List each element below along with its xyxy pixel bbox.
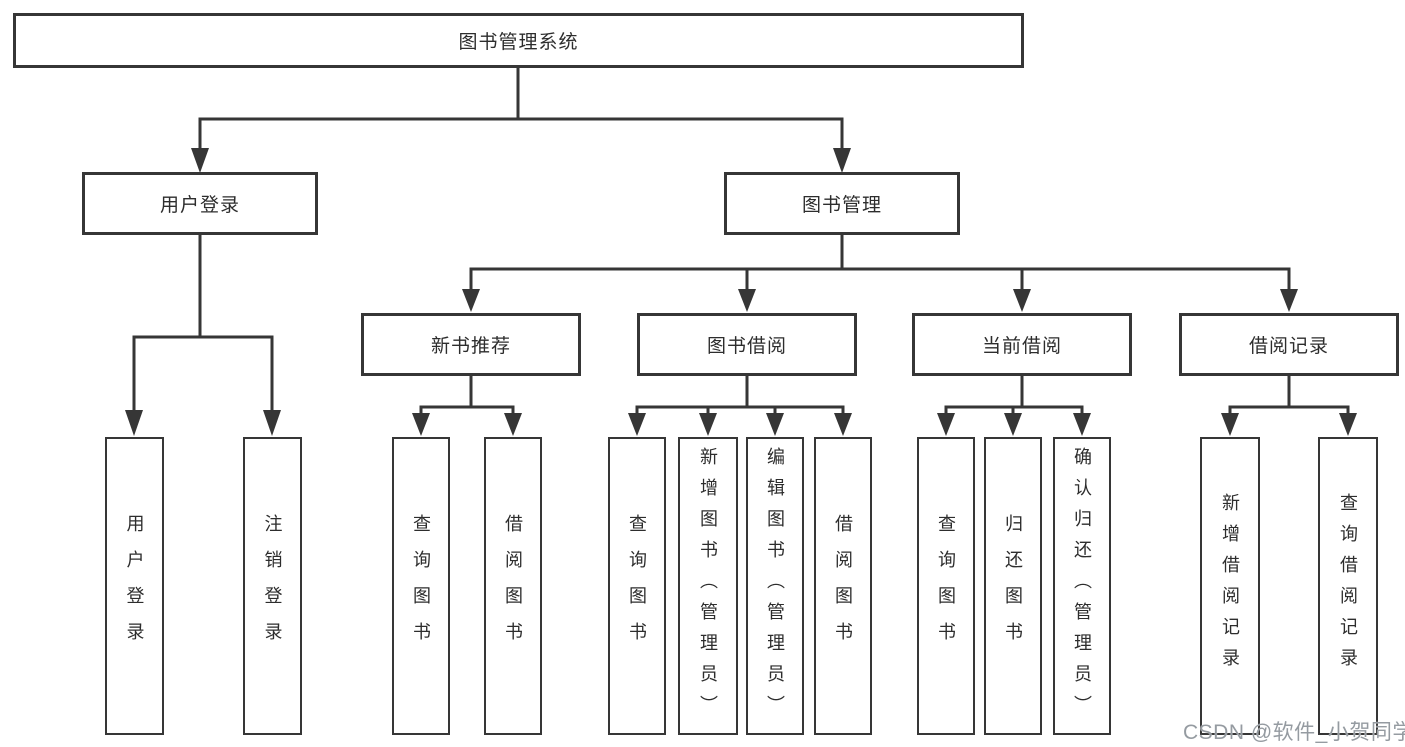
node-borrow-records: 借阅记录 bbox=[1179, 313, 1399, 376]
leaf-label: 查询图书 bbox=[936, 514, 956, 658]
leaf-label: 归还图书 bbox=[1003, 514, 1023, 658]
leaf-return-books: 归还图书 bbox=[984, 437, 1042, 735]
leaf-add-book-admin: 新增图书（管理员） bbox=[678, 437, 738, 735]
leaf-query-books-borrowing: 查询图书 bbox=[608, 437, 666, 735]
leaf-label: 新增借阅记录 bbox=[1220, 493, 1240, 679]
leaf-edit-book-admin: 编辑图书（管理员） bbox=[746, 437, 804, 735]
leaf-add-borrow-record: 新增借阅记录 bbox=[1200, 437, 1260, 735]
leaf-label: 注销登录 bbox=[262, 514, 283, 658]
leaf-borrow-books-recommend: 借阅图书 bbox=[484, 437, 542, 735]
leaf-user-login: 用户登录 bbox=[105, 437, 164, 735]
node-book-management: 图书管理 bbox=[724, 172, 960, 235]
leaf-query-borrow-record: 查询借阅记录 bbox=[1318, 437, 1378, 735]
leaf-label: 查询图书 bbox=[627, 514, 647, 658]
node-new-book-recommend: 新书推荐 bbox=[361, 313, 581, 376]
leaf-label: 借阅图书 bbox=[503, 514, 523, 658]
leaf-label: 查询图书 bbox=[411, 514, 431, 658]
node-user-login: 用户登录 bbox=[82, 172, 318, 235]
node-label: 图书借阅 bbox=[706, 336, 787, 357]
leaf-label: 用户登录 bbox=[124, 514, 145, 658]
node-label: 当前借阅 bbox=[981, 336, 1062, 357]
leaf-label: 新增图书（管理员） bbox=[698, 446, 718, 726]
leaf-query-books-current: 查询图书 bbox=[917, 437, 975, 735]
node-label: 图书管理系统 bbox=[458, 32, 579, 53]
leaf-borrow-books: 借阅图书 bbox=[814, 437, 872, 735]
leaf-label: 确认归还（管理员） bbox=[1072, 446, 1092, 726]
node-label: 新书推荐 bbox=[430, 336, 511, 357]
node-label: 图书管理 bbox=[801, 195, 882, 216]
node-book-borrowing: 图书借阅 bbox=[637, 313, 857, 376]
leaf-label: 查询借阅记录 bbox=[1338, 493, 1358, 679]
leaf-logout: 注销登录 bbox=[243, 437, 302, 735]
leaf-label: 借阅图书 bbox=[833, 514, 853, 658]
node-label: 借阅记录 bbox=[1248, 336, 1329, 357]
node-library-system: 图书管理系统 bbox=[13, 13, 1024, 68]
leaf-confirm-return-admin: 确认归还（管理员） bbox=[1053, 437, 1111, 735]
csdn-watermark: CSDN @软件_小贺同学 bbox=[1183, 721, 1405, 744]
leaf-label: 编辑图书（管理员） bbox=[765, 446, 785, 726]
leaf-query-books-recommend: 查询图书 bbox=[392, 437, 450, 735]
node-label: 用户登录 bbox=[159, 195, 240, 216]
node-current-borrowing: 当前借阅 bbox=[912, 313, 1132, 376]
